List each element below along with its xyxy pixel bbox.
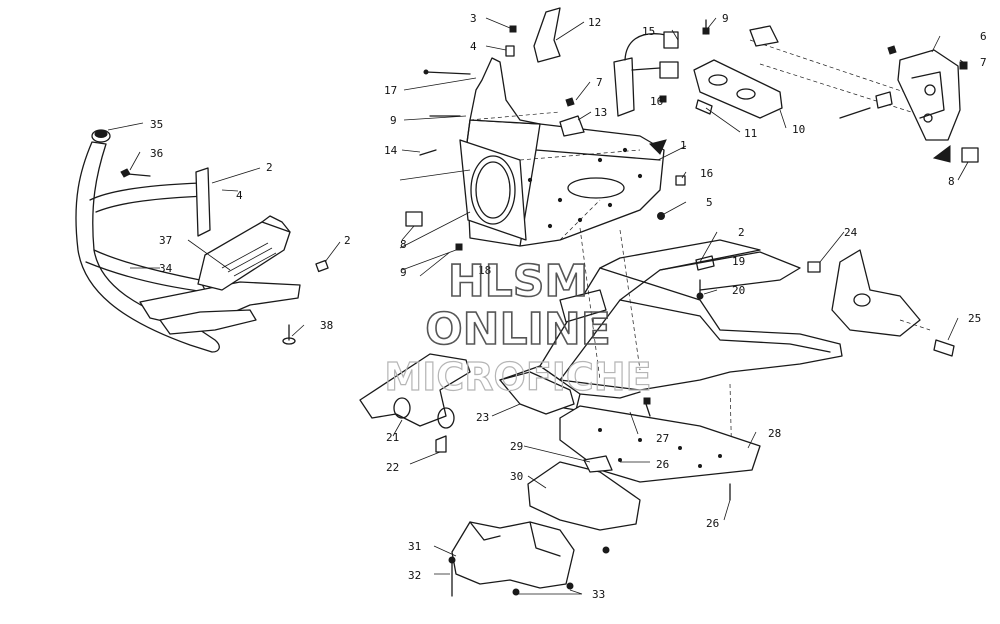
- callout-4: 4: [236, 189, 243, 202]
- wiring-connector-15: [613, 31, 679, 117]
- callout-11: 11: [744, 127, 757, 140]
- steering-support-6: [749, 25, 979, 163]
- callout-23: 23: [476, 411, 489, 424]
- callout-26: 26: [706, 517, 719, 530]
- callout-10: 10: [792, 123, 805, 136]
- nut-2-left: [315, 259, 329, 273]
- bolt-38: [282, 324, 296, 345]
- callout-34: 34: [159, 262, 173, 275]
- callout-9: 9: [400, 266, 407, 279]
- bracket-12: [533, 7, 561, 63]
- mounting-plate-10: [693, 59, 783, 119]
- callout-8: 8: [948, 175, 955, 188]
- callout-13: 13: [594, 106, 607, 119]
- footrest-21: [359, 353, 471, 453]
- callout-12: 12: [588, 16, 601, 29]
- front-bulkhead: [459, 57, 665, 247]
- lower-guard-31: [448, 521, 575, 597]
- callout-7: 7: [980, 56, 987, 69]
- callout-38: 38: [320, 319, 333, 332]
- callout-37: 37: [159, 234, 172, 247]
- main-frame: [499, 227, 843, 471]
- watermark-line-1: HLSM: [448, 256, 588, 307]
- bolt-36: [120, 168, 151, 178]
- callout-30: 30: [510, 470, 523, 483]
- callout-22: 22: [386, 461, 399, 474]
- callout-21: 21: [386, 431, 399, 444]
- callout-17: 17: [384, 84, 397, 97]
- clip-11: [695, 99, 713, 115]
- callout-18: 18: [478, 264, 491, 277]
- callout-28: 28: [768, 427, 781, 440]
- bumper-grommet: [91, 129, 111, 143]
- callout-2: 2: [344, 234, 351, 247]
- callout-6: 6: [980, 30, 987, 43]
- watermark-line-2: ONLINE: [425, 304, 611, 355]
- callout-2: 2: [738, 226, 745, 239]
- callout-29: 29: [510, 440, 523, 453]
- callout-20: 20: [732, 284, 745, 297]
- callout-4: 4: [470, 40, 477, 53]
- callout-14: 14: [384, 144, 398, 157]
- front-bumper-assembly: [75, 122, 341, 353]
- callout-5: 5: [706, 196, 713, 209]
- callout-1: 1: [680, 139, 687, 152]
- skid-plate-28: [559, 397, 761, 483]
- callout-25: 25: [968, 312, 981, 325]
- callout-35: 35: [150, 118, 163, 131]
- callout-2: 2: [266, 161, 273, 174]
- skid-plate-30: [527, 455, 641, 554]
- callout-33: 33: [592, 588, 605, 601]
- callout-19: 19: [732, 255, 745, 268]
- callout-27: 27: [656, 432, 669, 445]
- callout-16: 16: [650, 95, 663, 108]
- lower-fasteners: [695, 255, 731, 501]
- callout-26: 26: [656, 458, 669, 471]
- callout-8: 8: [400, 238, 407, 251]
- callout-16: 16: [700, 167, 713, 180]
- watermark: HLSM ONLINE MICROFICHE: [384, 255, 652, 399]
- bumper-bracket: [195, 167, 211, 237]
- callout-9: 9: [722, 12, 729, 25]
- callout-32: 32: [408, 569, 421, 582]
- callout-9: 9: [390, 114, 397, 127]
- center-fasteners: [405, 19, 710, 251]
- side-bracket-24: [807, 249, 955, 357]
- callout-36: 36: [150, 147, 163, 160]
- callout-31: 31: [408, 540, 421, 553]
- callout-24: 24: [844, 226, 858, 239]
- callout-15: 15: [642, 25, 655, 38]
- bracket-13: [559, 115, 585, 137]
- watermark-line-3: MICROFICHE: [384, 355, 651, 399]
- callout-3: 3: [470, 12, 477, 25]
- callout-7: 7: [596, 76, 603, 89]
